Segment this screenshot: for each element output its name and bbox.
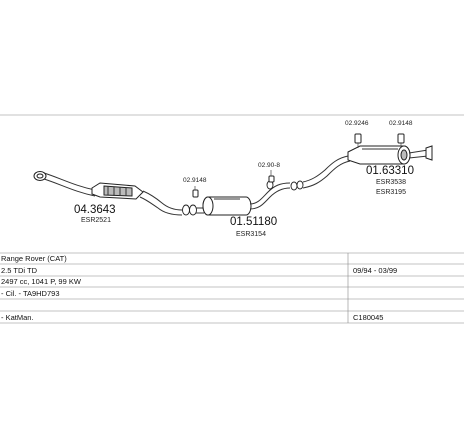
tail-pipe-end [425, 145, 433, 161]
kit-code: C180045 [353, 313, 383, 322]
intermediate-pipe-lower [249, 187, 291, 210]
middle-silencer-part-number: 01.51180 [230, 216, 277, 228]
rear-silencer-ref-code-2: ESR3195 [376, 189, 406, 196]
tail-pipe [408, 149, 429, 154]
vehicle-engine-code: - Cil. - TA9HD793 [1, 289, 60, 298]
clamp-code-2: 02.90-8 [258, 162, 280, 169]
clamp-code-1: 02.9148 [183, 177, 207, 184]
middle-silencer-ref-code: ESR3154 [236, 231, 266, 238]
hanger-code-1: 02.9246 [345, 120, 369, 127]
pipe-clamp-mid [266, 180, 304, 191]
rear-hanger-2 [397, 133, 405, 148]
intermediate-hanger [268, 170, 275, 183]
cat-outlet-pipe [142, 190, 183, 211]
rear-pipe [302, 155, 349, 183]
middle-silencer [196, 196, 252, 216]
catalyst-front [91, 182, 144, 200]
rear-hanger-1 [354, 133, 362, 148]
rear-silencer-part-number: 01.63310 [366, 165, 414, 177]
vehicle-engine: 2.5 TDi TD [1, 266, 38, 275]
front-inlet-flange [33, 171, 47, 181]
front-pipe [43, 172, 96, 191]
intermediate-pipe [249, 182, 291, 205]
rear-pipe-lower [302, 160, 351, 189]
rear-silencer-ref-code-1: ESR3538 [376, 179, 406, 186]
tail-pipe-lower [408, 155, 429, 159]
catalyst-ref-code: ESR2521 [81, 217, 111, 224]
front-pipe-lower [43, 178, 96, 197]
vehicle-production-period: 09/94 - 03/99 [353, 266, 397, 275]
vehicle-catalyst-type: - KatMan. [1, 313, 34, 322]
vehicle-model: Range Rover (CAT) [1, 254, 67, 263]
rear-silencer [347, 145, 411, 165]
hanger-code-2: 02.9148 [389, 120, 413, 127]
middle-hanger [192, 186, 199, 198]
vehicle-engine-spec: 2497 cc, 1041 P, 99 KW [1, 277, 82, 286]
catalyst-part-number: 04.3643 [74, 204, 116, 216]
pipe-clamp-front [182, 204, 197, 216]
cat-outlet-pipe-lower [139, 196, 183, 216]
